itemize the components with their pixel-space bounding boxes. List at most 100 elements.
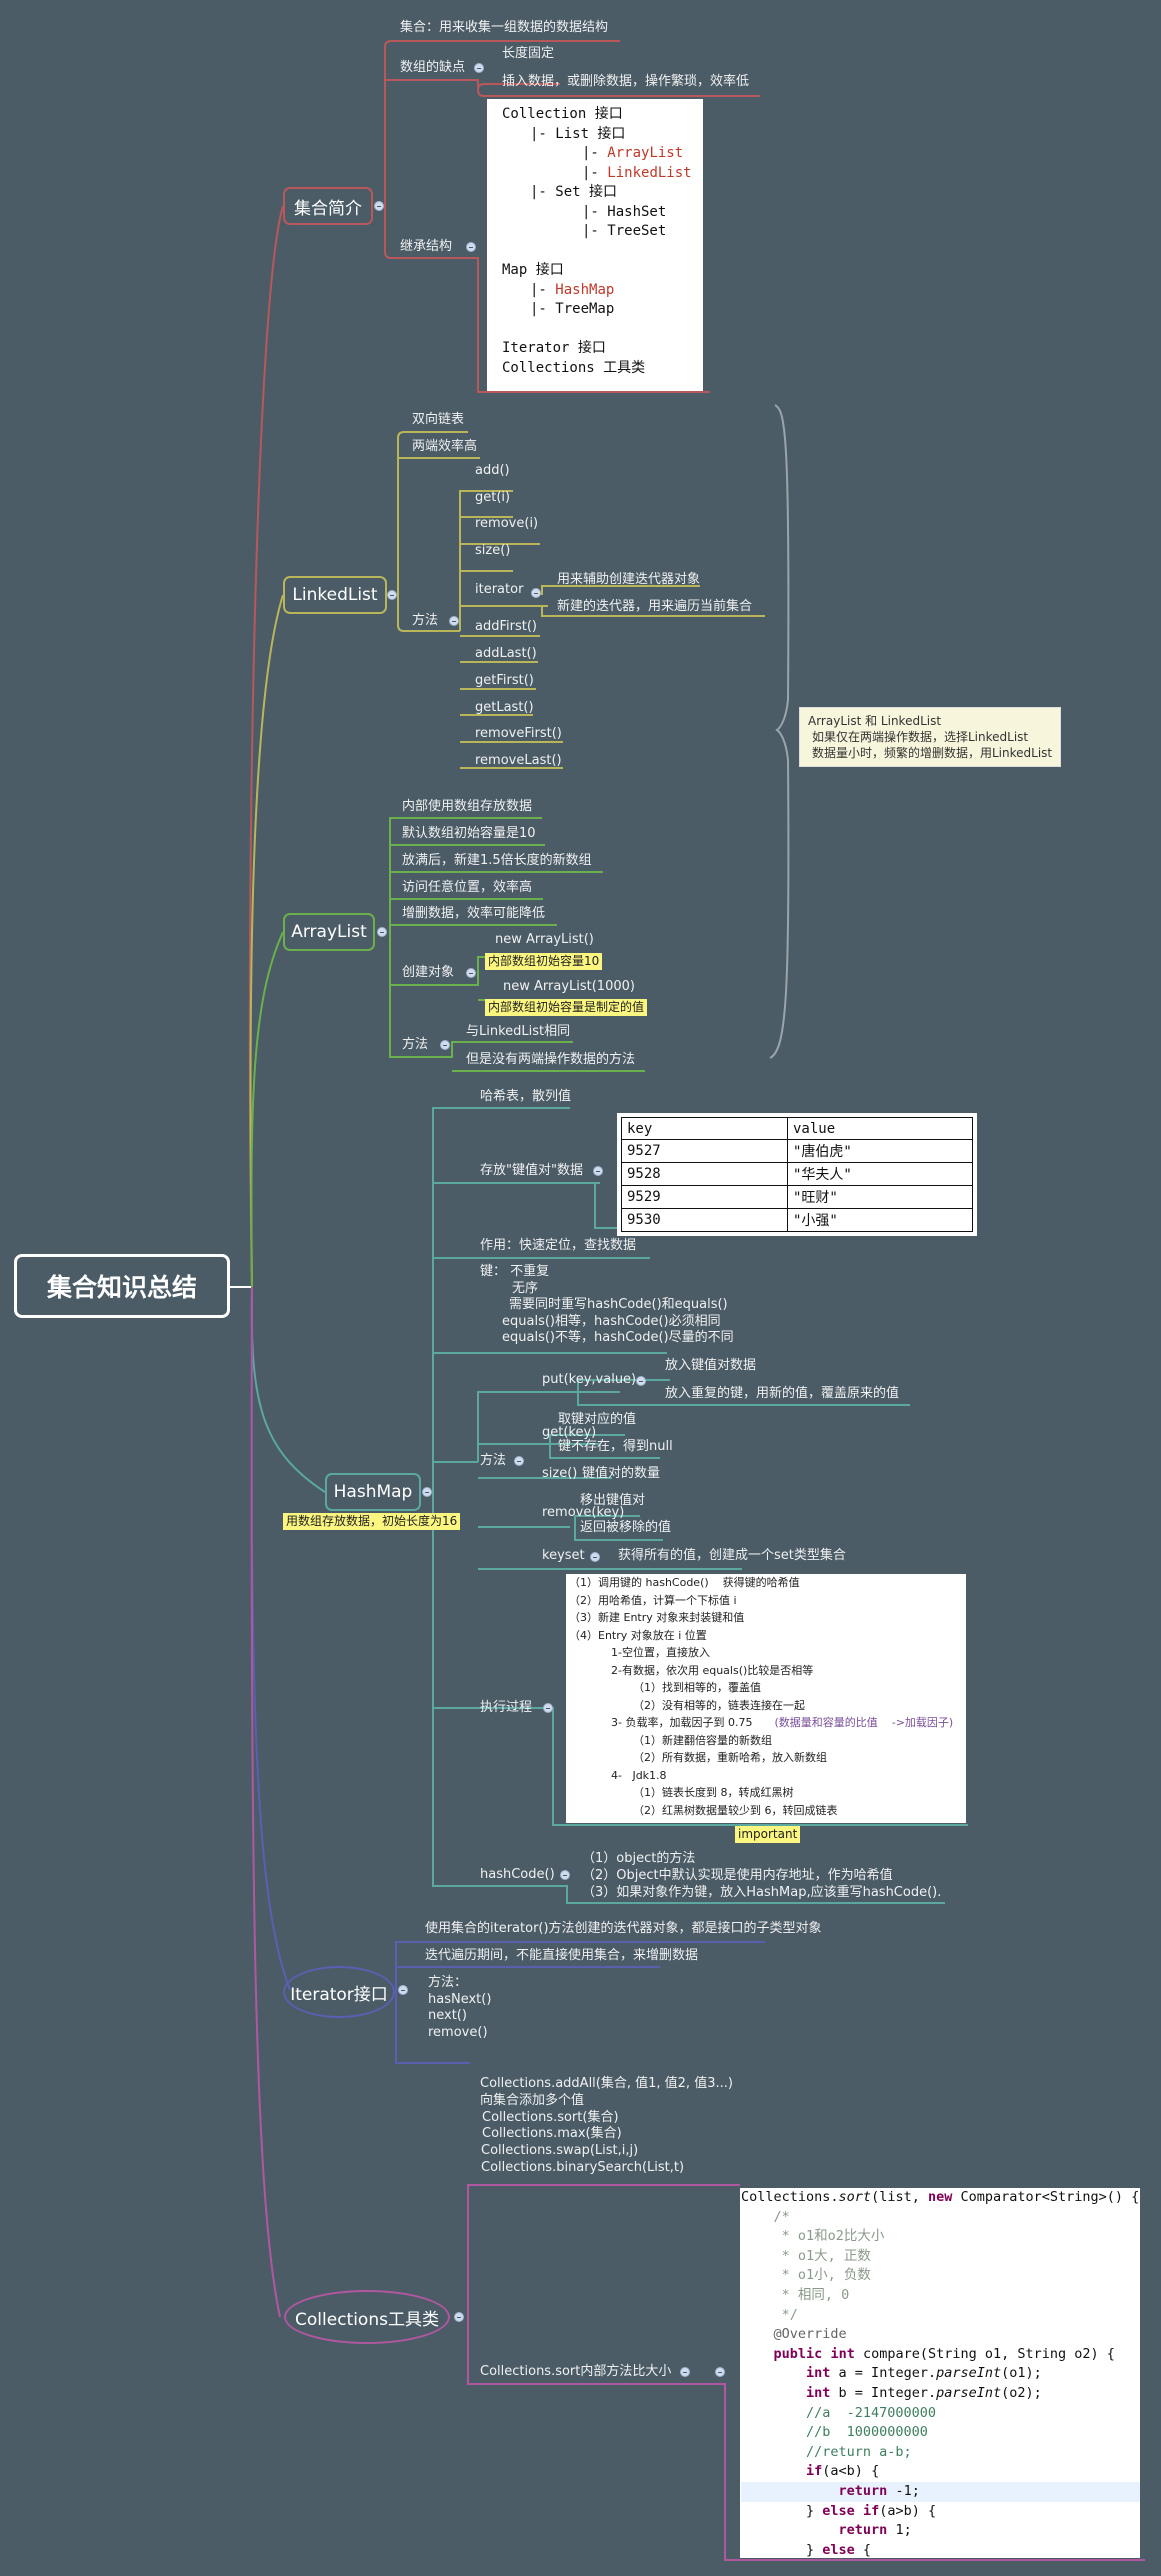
- process-line: 1-空位置，直接放入: [611, 1646, 710, 1659]
- drawback-item: 插入数据，或删除数据，操作繁琐，效率低: [502, 74, 750, 89]
- collapse-icon[interactable]: [590, 1552, 600, 1562]
- branch-collections: [250, 1286, 281, 2318]
- process-line: （1）链表长度到 8，转成红黑树: [633, 1786, 794, 1799]
- comparison-note-line: 数据量小时，频繁的增删数据，用LinkedList: [812, 746, 1053, 760]
- process-line: （1）找到相等的，覆盖值: [633, 1681, 761, 1694]
- process-line: 2-有数据，依次用 equals()比较是否相等: [611, 1663, 814, 1677]
- hashmap-method-note: 键值对的数量: [582, 1466, 661, 1481]
- code-line: } else if(a>b) {: [741, 2502, 937, 2519]
- topic-hashmap[interactable]: HashMap: [325, 1473, 421, 1511]
- hashcode-label: hashCode(): [480, 1867, 555, 1882]
- process-line: （1）新建翻倍容量的新数组: [633, 1733, 772, 1747]
- code-line: Collections.sort(list, new Comparator<St…: [741, 2189, 1140, 2205]
- process-line: （3）新建 Entry 对象来封装键和值: [569, 1611, 745, 1624]
- code-line: //a -2147000000: [741, 2404, 937, 2421]
- hierarchy-line: |- ArrayList: [582, 145, 684, 161]
- hashcode-note: （2）Object中默认实现是使用内存地址，作为哈希值: [582, 1868, 893, 1883]
- hashmap-method-note: 取键对应的值: [558, 1412, 637, 1427]
- hashmap-methods-label: 方法: [480, 1453, 507, 1468]
- linkedlist-method: iterator: [475, 582, 524, 597]
- kv-header-key: key: [621, 1117, 788, 1140]
- collapse-icon[interactable]: [514, 1456, 524, 1466]
- collapse-icon[interactable]: [715, 2367, 725, 2377]
- hashmap-method: size(): [542, 1466, 578, 1481]
- process-aside: (数据量和容量的比值 ->加载因子): [774, 1716, 954, 1729]
- iterator-note: 新建的迭代器，用来遍历当前集合: [557, 599, 753, 614]
- process-line: （1）调用键的 hashCode() 获得键的哈希值: [569, 1576, 800, 1589]
- branch-arraylist: [250, 931, 284, 1288]
- iterator-method: 方法：: [428, 1975, 468, 1990]
- collapse-icon[interactable]: [560, 1870, 570, 1880]
- key-rule: equals()不等，hashCode()尽量的不同: [502, 1330, 734, 1345]
- linkedlist-method: getLast(): [475, 700, 534, 715]
- hashmap-purpose: 作用：快速定位，查找数据: [480, 1238, 637, 1253]
- code-line: int a = Integer.parseInt(o1);: [806, 2365, 1042, 2382]
- linkedlist-method: remove(i): [475, 516, 539, 531]
- process-line: （2）用哈希值，计算一个下标值 i: [569, 1593, 737, 1607]
- collapse-icon[interactable]: [374, 201, 384, 211]
- code-line: * o1大, 正数: [741, 2247, 871, 2264]
- collapse-icon[interactable]: [543, 1703, 553, 1713]
- kv-key-cell: 9530: [621, 1208, 788, 1232]
- collapse-icon[interactable]: [474, 63, 484, 73]
- linkedlist-method: removeLast(): [475, 753, 562, 768]
- collections-method: Collections.max(集合): [482, 2126, 622, 2142]
- comparison-note-title: ArrayList 和 LinkedList: [808, 714, 942, 728]
- process-box: （1）调用键的 hashCode() 获得键的哈希值 （2）用哈希值，计算一个下标…: [566, 1574, 966, 1823]
- collections-method: Collections.binarySearch(List,t): [481, 2159, 685, 2175]
- collapse-icon[interactable]: [636, 1376, 646, 1386]
- linkedlist-method: get(i): [475, 490, 511, 505]
- kv-key-cell: 9529: [621, 1185, 788, 1209]
- code-line: * o1小, 负数: [741, 2267, 871, 2284]
- linkedlist-methods-label: 方法: [412, 613, 439, 628]
- collapse-icon[interactable]: [449, 616, 459, 626]
- collapse-icon[interactable]: [593, 1166, 603, 1176]
- arraylist-methods-label: 方法: [402, 1037, 429, 1052]
- create-note-highlight: 内部数组初始容量是制定的值: [485, 999, 648, 1016]
- kv-value-cell: "华夫人": [787, 1162, 973, 1186]
- hashcode-note: （3）如果对象作为键，放入HashMap,应该重写hashCode().: [582, 1885, 942, 1900]
- create-code: new ArrayList(1000): [503, 979, 635, 994]
- collapse-icon[interactable]: [422, 1487, 432, 1497]
- collapse-icon[interactable]: [377, 927, 387, 937]
- intro-hierarchy-label: 继承结构: [400, 239, 453, 254]
- collapse-icon[interactable]: [466, 968, 476, 978]
- root-topic[interactable]: 集合知识总结: [14, 1254, 230, 1318]
- collapse-icon[interactable]: [466, 242, 476, 252]
- code-line: } else {: [741, 2541, 872, 2558]
- iterator-method: hasNext(): [428, 1991, 492, 2007]
- key-rule: 无序: [512, 1280, 539, 1296]
- topic-intro[interactable]: 集合简介: [283, 187, 373, 225]
- process-line: 4- Jdk1.8: [611, 1768, 667, 1782]
- topic-linkedlist[interactable]: LinkedList: [283, 576, 387, 614]
- collapse-icon[interactable]: [454, 2312, 464, 2322]
- arraylist-fact: 增删数据，效率可能降低: [402, 906, 546, 921]
- linkedlist-method: add(): [475, 463, 510, 478]
- hashmap-method-note: 返回被移除的值: [580, 1520, 672, 1535]
- comparison-note: ArrayList 和 LinkedList 如果仅在两端操作数据，选择Link…: [799, 707, 1062, 767]
- topic-arraylist[interactable]: ArrayList: [283, 913, 375, 951]
- hashmap-hash-table: 哈希表，散列值: [480, 1089, 572, 1104]
- kv-table-row: 9528"华夫人": [621, 1162, 973, 1186]
- hashmap-method: put(key,value): [542, 1372, 637, 1387]
- collapse-icon[interactable]: [531, 588, 541, 598]
- collapse-icon[interactable]: [387, 590, 397, 600]
- topic-collections[interactable]: Collections工具类: [284, 2290, 450, 2344]
- branch-hashmap: [250, 1286, 326, 1493]
- hierarchy-line: [502, 320, 703, 340]
- collapse-icon[interactable]: [398, 1985, 408, 1995]
- collapse-icon[interactable]: [440, 1040, 450, 1050]
- hashmap-badge: 用数组存放数据，初始长度为16: [283, 1513, 461, 1530]
- hierarchy-line: Collections 工具类: [502, 359, 646, 376]
- hierarchy-line: |- List 接口: [530, 125, 626, 142]
- collapse-icon[interactable]: [680, 2367, 690, 2377]
- hierarchy-line: Map 接口: [502, 262, 564, 278]
- arraylist-fact: 放满后，新建1.5倍长度的新数组: [402, 853, 592, 868]
- hashmap-method-note: 键不存在，得到null: [558, 1439, 673, 1454]
- hierarchy-line: Iterator 接口: [502, 340, 606, 356]
- branch-linkedlist: [249, 594, 284, 1288]
- topic-iterator[interactable]: Iterator接口: [283, 1966, 395, 2018]
- process-line: （2）没有相等的，链表连接在一起: [633, 1698, 805, 1712]
- arraylist-method-note: 但是没有两端操作数据的方法: [466, 1052, 636, 1067]
